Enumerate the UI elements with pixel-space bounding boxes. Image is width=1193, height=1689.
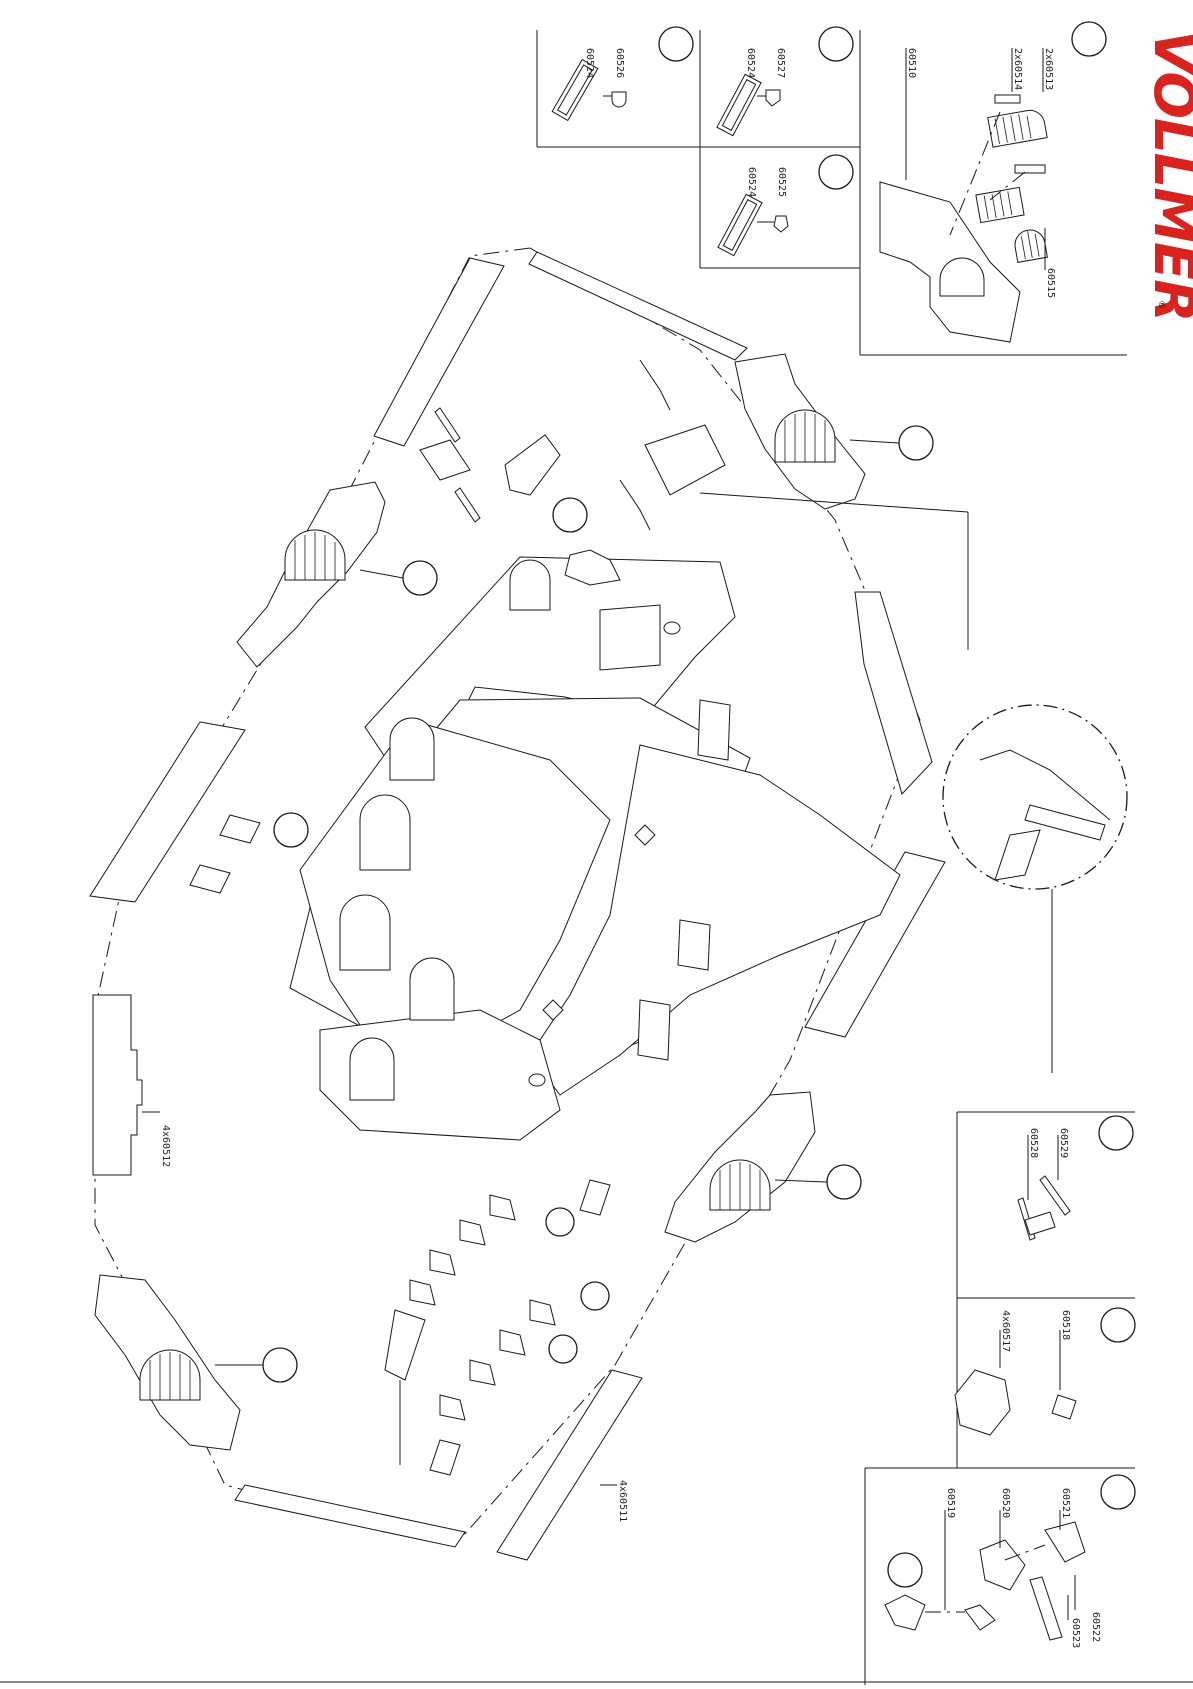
step-circle — [819, 155, 853, 189]
arch-wall-upper-left — [237, 482, 437, 667]
arch-wall-lower-left — [95, 1275, 297, 1450]
step-circle — [546, 1208, 574, 1236]
detail-panel-arch-wall: 60510 2x60514 2x60513 60515 — [880, 22, 1106, 342]
label-2x60513: 2x60513 — [1043, 48, 1054, 90]
vollmer-logo: VOLLMER ® — [1141, 30, 1193, 321]
registered-mark: ® — [1156, 300, 1166, 309]
step-circle — [899, 426, 933, 460]
step-circle — [1101, 1308, 1135, 1342]
step-circle — [827, 1165, 861, 1199]
step-circle — [553, 498, 587, 532]
label-60521: 60521 — [1060, 1488, 1071, 1518]
label-4x60511: 4x60511 — [617, 1480, 628, 1522]
step-circle — [403, 561, 437, 595]
step-circle — [1099, 1116, 1133, 1150]
cutting-detail — [943, 705, 1127, 1073]
step-circle — [549, 1335, 577, 1363]
label-4x60517: 4x60517 — [1000, 1310, 1011, 1352]
bench-group-left — [190, 813, 308, 893]
brand-name: VOLLMER — [1141, 30, 1193, 321]
label-60527: 60527 — [775, 48, 786, 78]
step-circle — [819, 27, 853, 61]
arch-wall-upper-right — [735, 354, 933, 509]
label-60525: 60525 — [776, 167, 787, 197]
label-60524: 60524 — [584, 48, 595, 78]
label-60523: 60523 — [1070, 1618, 1081, 1648]
step-circle — [1072, 22, 1106, 56]
label-60515: 60515 — [1045, 268, 1056, 298]
bench-group-top — [420, 408, 587, 532]
label-60520: 60520 — [1000, 1488, 1011, 1518]
detail-panel-lamp: 60519 60520 60521 60522 60523 — [885, 1475, 1135, 1648]
label-2x60514: 2x60514 — [1012, 48, 1023, 90]
label-60526: 60526 — [614, 48, 625, 78]
step-circle — [888, 1553, 922, 1587]
arch-wall-lower-right — [665, 1092, 861, 1242]
label-60522: 60522 — [1090, 1612, 1101, 1642]
label-60529: 60529 — [1058, 1128, 1069, 1158]
detail-panel-bench: 60528 60529 — [1018, 1116, 1133, 1240]
label-60524: 60524 — [746, 167, 757, 197]
detail-panel-kiosk: 4x60517 60518 — [955, 1308, 1135, 1435]
label-60518: 60518 — [1060, 1310, 1071, 1340]
step-circle — [263, 1348, 297, 1382]
label-60528: 60528 — [1028, 1128, 1039, 1158]
detail-panel-door-b: 60524 60527 — [717, 27, 853, 136]
central-building — [290, 550, 900, 1140]
label-60510: 60510 — [906, 48, 917, 78]
label-60519: 60519 — [945, 1488, 956, 1518]
detail-panel-door-a: 60524 60526 — [552, 27, 693, 120]
label-4x60512: 4x60512 — [160, 1125, 171, 1167]
step-circle — [659, 27, 693, 61]
detail-panel-door-c: 60524 60525 — [718, 155, 853, 256]
step-circle — [274, 813, 308, 847]
label-60524: 60524 — [745, 48, 756, 78]
step-circle — [1101, 1475, 1135, 1509]
step-circle — [581, 1282, 609, 1310]
